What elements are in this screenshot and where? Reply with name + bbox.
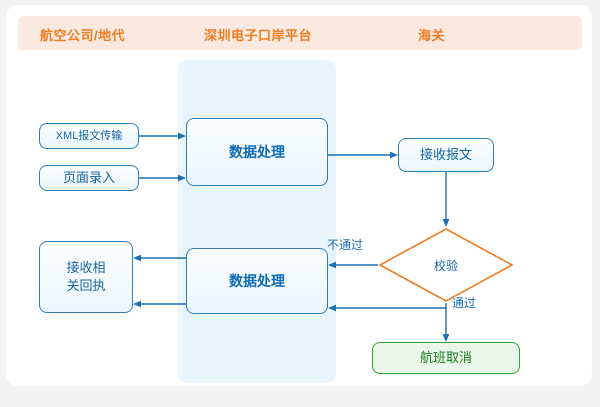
node-validation-decision[interactable]: 校验 bbox=[378, 227, 514, 303]
swimlane-band-platform bbox=[178, 60, 336, 383]
edge-label-fail: 不通过 bbox=[327, 238, 364, 252]
node-data-process-1[interactable]: 数据处理 bbox=[186, 118, 328, 186]
diamond-shape-icon bbox=[378, 228, 514, 302]
node-page-entry[interactable]: 页面录入 bbox=[39, 165, 139, 191]
lane-header-bar: 航空公司/地代 深圳电子口岸平台 海关 bbox=[18, 16, 582, 50]
lane-title-airline: 航空公司/地代 bbox=[40, 28, 126, 43]
edge-label-pass: 通过 bbox=[452, 296, 477, 310]
lane-title-platform: 深圳电子口岸平台 bbox=[204, 28, 313, 43]
node-flight-cancel[interactable]: 航班取消 bbox=[372, 342, 520, 374]
node-receive-receipt[interactable]: 接收相 关回执 bbox=[39, 241, 133, 313]
node-validation-label: 校验 bbox=[433, 258, 458, 273]
node-receive-receipt-line1: 接收相 bbox=[66, 260, 106, 276]
diagram-card: 航空公司/地代 深圳电子口岸平台 海关 XML报文传输 页面录入 数据处理 接 bbox=[6, 5, 592, 386]
node-receive-receipt-line2: 关回执 bbox=[66, 278, 106, 293]
node-xml-transfer[interactable]: XML报文传输 bbox=[39, 123, 139, 149]
lane-title-customs: 海关 bbox=[418, 28, 446, 43]
node-data-process-2[interactable]: 数据处理 bbox=[186, 248, 328, 314]
node-receive-message[interactable]: 接收报文 bbox=[398, 138, 494, 172]
